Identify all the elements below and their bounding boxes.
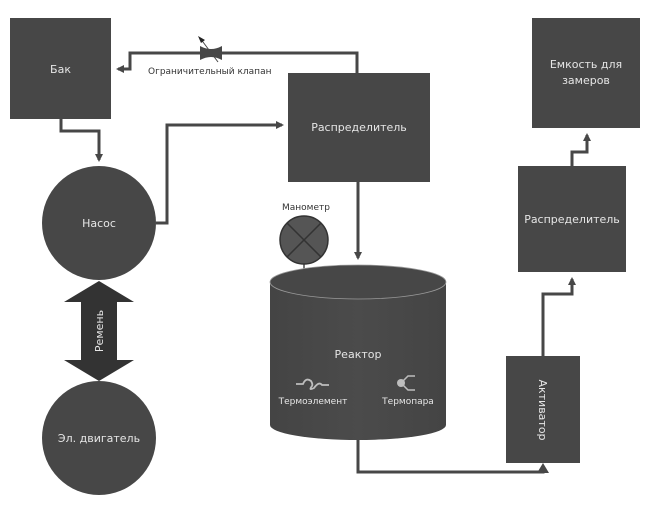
connectors <box>59 51 591 474</box>
tank-node[interactable]: Бак <box>10 18 111 119</box>
activator-node[interactable]: Активатор <box>506 356 580 463</box>
manometer-node[interactable]: Манометр <box>279 203 330 265</box>
edge-tank-to-pump <box>59 119 103 162</box>
reactor-top <box>269 264 447 300</box>
measure-tank-box <box>532 18 640 128</box>
distributor-out-box <box>518 166 626 272</box>
pump-label: Насос <box>82 217 116 230</box>
manometer-label: Манометр <box>282 203 330 213</box>
double-arrow-icon <box>64 281 134 381</box>
belt-label: Ремень <box>93 310 106 352</box>
motor-node[interactable]: Эл. двигатель <box>42 381 156 495</box>
tank-box <box>10 18 111 119</box>
edge-activator-to-distributor-out <box>541 277 576 356</box>
edge-distributor-out-to-measure-tank <box>570 133 591 166</box>
reactor-component-thermocouple: Термопара <box>381 375 434 407</box>
edge-pump-to-distributor <box>156 121 284 225</box>
reactor-component-heating-element: Термоэлемент <box>278 378 348 407</box>
valve-adjust-arrowhead <box>198 36 205 43</box>
reactor-label: Реактор <box>335 348 382 361</box>
belt-node[interactable]: Ремень <box>64 281 134 381</box>
distributor-main-label: Распределитель <box>311 121 407 134</box>
distributor-out-label: Распределитель <box>524 213 620 226</box>
measure-tank-label-line2: замеров <box>562 74 610 87</box>
reactor-body <box>270 282 446 440</box>
reactor-node[interactable]: Реактор Термоэлемент Термопара <box>269 264 447 440</box>
motor-label: Эл. двигатель <box>58 432 140 445</box>
pump-node[interactable]: Насос <box>42 166 156 280</box>
measure-tank-label-line1: Емкость для <box>550 58 622 71</box>
motor-circle <box>42 381 156 495</box>
heating-element-icon <box>296 378 329 391</box>
edge-distributor-to-tank <box>116 51 359 73</box>
distributor-main-node[interactable]: Распределитель <box>288 73 430 182</box>
pump-circle <box>42 166 156 280</box>
heating-element-label: Термоэлемент <box>278 397 348 407</box>
tank-label: Бак <box>50 63 71 76</box>
valve[interactable]: Ограничительный клапан <box>148 36 272 77</box>
valve-adjust-arrow <box>199 37 219 63</box>
activator-box <box>506 356 580 463</box>
measure-tank-node[interactable]: Емкость для замеров <box>532 18 640 128</box>
arrowhead-activator <box>537 463 549 473</box>
gauge-icon <box>279 215 329 265</box>
valve-label: Ограничительный клапан <box>148 67 272 77</box>
distributor-main-box <box>288 73 430 182</box>
thermocouple-label: Термопара <box>381 397 434 407</box>
thermocouple-icon <box>397 375 415 391</box>
activator-label: Активатор <box>536 379 549 440</box>
distributor-out-node[interactable]: Распределитель <box>518 166 626 272</box>
